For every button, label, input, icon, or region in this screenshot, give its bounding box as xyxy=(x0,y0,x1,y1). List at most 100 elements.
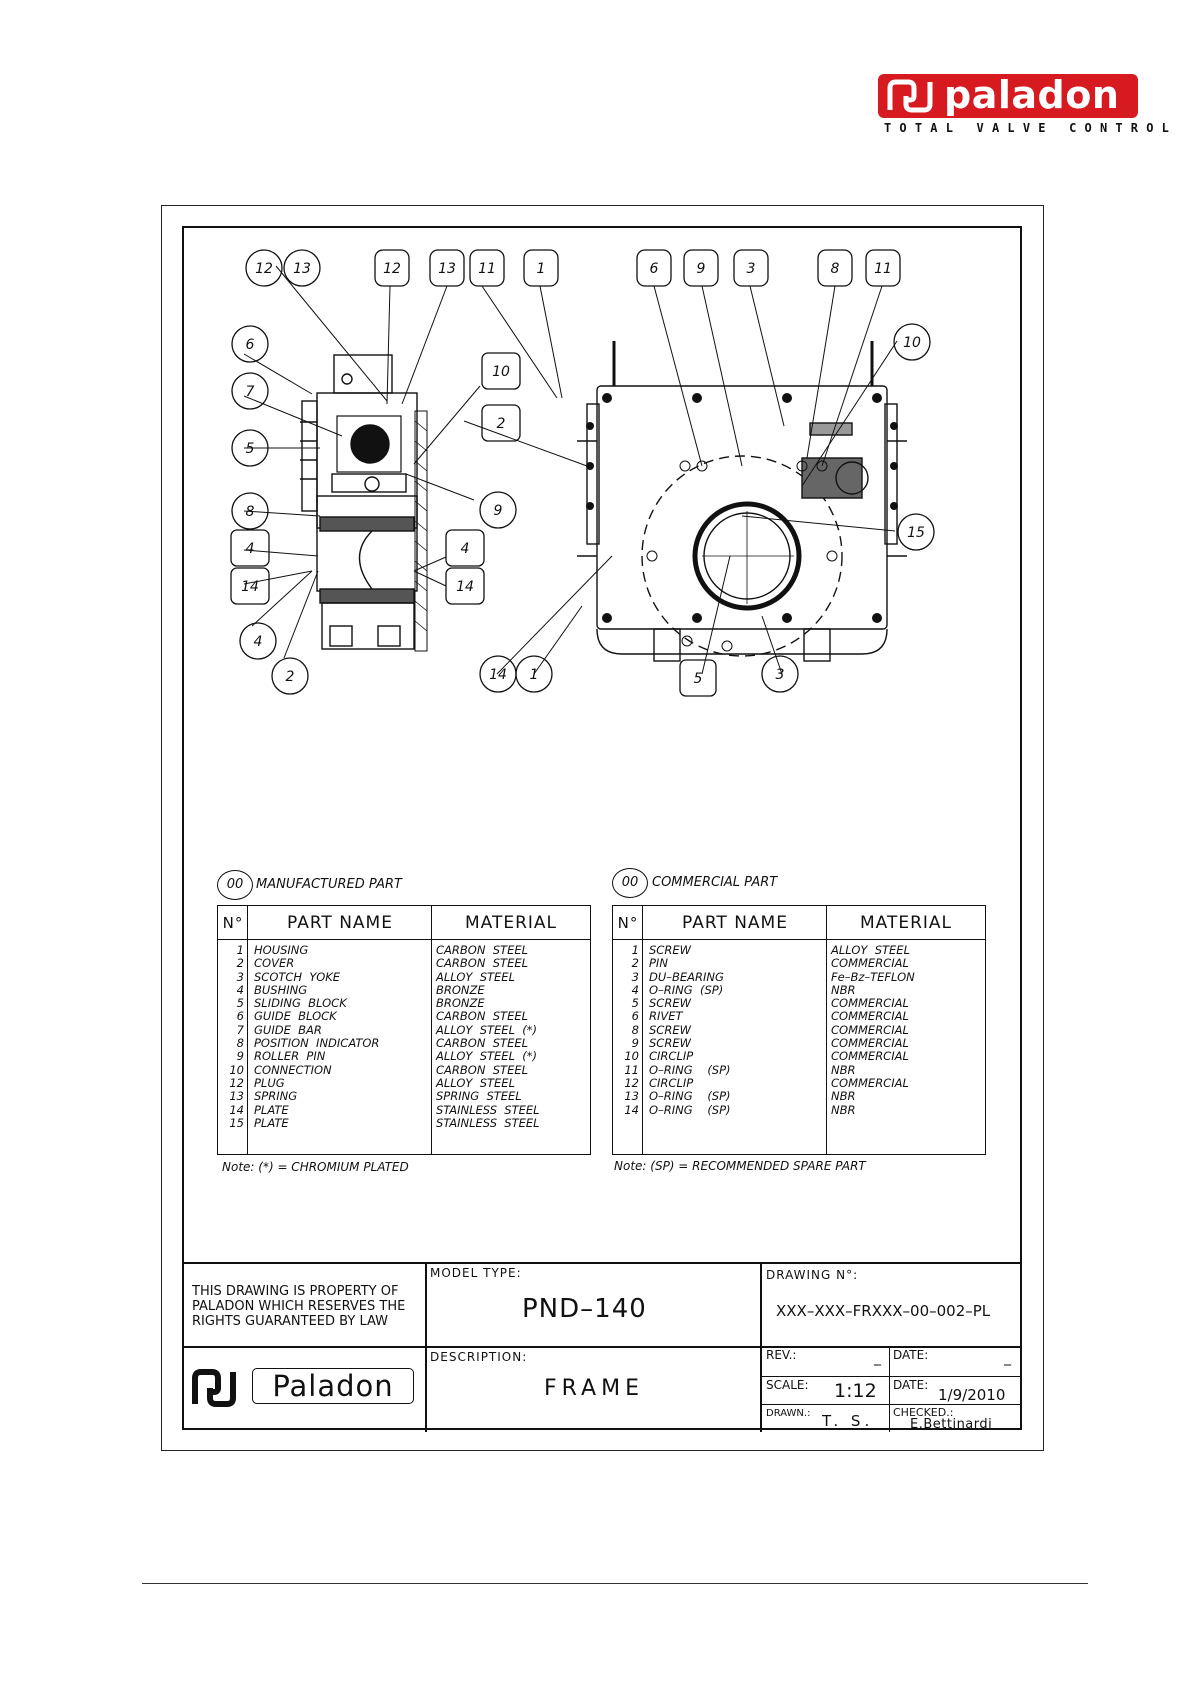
svg-text:4: 4 xyxy=(246,541,255,557)
table-cell-material: BRONZE xyxy=(436,982,485,997)
table-cell-name: O–RING (SP) xyxy=(649,1089,731,1104)
table-cell-no: 3 xyxy=(236,969,244,984)
table-cell-material: CARBON STEEL xyxy=(436,1036,529,1051)
table-cell-name: O–RING (SP) xyxy=(649,1062,731,1077)
svg-text:3: 3 xyxy=(747,261,756,277)
table-cell-no: 11 xyxy=(624,1062,639,1077)
table-cell-no: 12 xyxy=(229,1075,244,1090)
table-cell-material: CARBON STEEL xyxy=(436,943,529,957)
svg-text:10: 10 xyxy=(903,335,921,351)
table-cell-no: 14 xyxy=(229,1102,244,1117)
table-cell-no: 13 xyxy=(229,1089,244,1104)
model-type-value: PND–140 xyxy=(522,1294,647,1324)
table-cell-material: STAINLESS STEEL xyxy=(436,1115,540,1130)
table-cell-name: PLATE xyxy=(254,1115,289,1130)
side-view xyxy=(300,354,428,652)
table-cell-name: BUSHING xyxy=(254,982,308,997)
table-cell-no: 1 xyxy=(631,943,639,957)
table-cell-no: 9 xyxy=(236,1049,244,1064)
table-cell-name: SCREW xyxy=(649,1022,691,1037)
svg-text:9: 9 xyxy=(494,503,503,519)
table-cell-material: ALLOY STEEL (*) xyxy=(436,1022,538,1037)
commercial-note: Note: (SP) = RECOMMENDED SPARE PART xyxy=(614,1159,866,1173)
svg-text:2: 2 xyxy=(497,416,506,432)
table-cell-name: GUIDE BAR xyxy=(254,1022,322,1037)
table-cell-material: COMMERCIAL xyxy=(831,1022,909,1037)
table-cell-name: PLATE xyxy=(254,1102,289,1117)
col-header-material: MATERIAL xyxy=(432,906,590,940)
table-cell-material: COMMERCIAL xyxy=(831,1036,909,1051)
table-cell-material: NBR xyxy=(831,1089,856,1104)
table-cell-material: COMMERCIAL xyxy=(831,1075,909,1090)
table-cell-no: 12 xyxy=(624,1075,639,1090)
table-cell-material: NBR xyxy=(831,1062,856,1077)
logo-wordmark: paladon xyxy=(944,73,1120,117)
table-cell-no: 8 xyxy=(631,1022,639,1037)
title-block: THIS DRAWING IS PROPERTY OF PALADON WHIC… xyxy=(182,1262,1022,1432)
table-cell-name: SCOTCH YOKE xyxy=(254,969,341,984)
table-cell-no: 10 xyxy=(624,1049,639,1064)
col-header-no: N° xyxy=(218,906,248,940)
table-cell-name: SCREW xyxy=(649,943,691,957)
table-cell-no: 5 xyxy=(236,996,244,1011)
drawing-no-label: DRAWING N°: xyxy=(766,1268,859,1282)
table-cell-no: 4 xyxy=(631,982,639,997)
scale-value: 1:12 xyxy=(834,1380,877,1402)
svg-text:1: 1 xyxy=(530,667,539,683)
table-cell-material: CARBON STEEL xyxy=(436,956,529,971)
model-type-label: MODEL TYPE: xyxy=(430,1266,522,1280)
table-cell-name: CIRCLIP xyxy=(649,1049,694,1064)
svg-text:11: 11 xyxy=(478,261,496,277)
table-cell-material: SPRING STEEL xyxy=(436,1089,522,1104)
paladon-mark-icon xyxy=(192,1369,236,1407)
table-cell-material: ALLOY STEEL xyxy=(436,1075,515,1090)
svg-text:1: 1 xyxy=(537,261,546,277)
table-cell-name: CIRCLIP xyxy=(649,1075,694,1090)
commercial-badge: 00 xyxy=(612,868,648,898)
date-label: DATE: xyxy=(893,1348,929,1362)
description-value: FRAME xyxy=(544,1376,644,1401)
svg-text:8: 8 xyxy=(831,261,840,277)
table-cell-material: Fe–Bz–TEFLON xyxy=(831,969,915,984)
table-cell-no: 5 xyxy=(631,996,639,1011)
col-header-name: PART NAME xyxy=(643,906,827,940)
svg-text:14: 14 xyxy=(241,579,259,595)
date-value: 1/9/2010 xyxy=(938,1386,1006,1404)
drawing-no-value: XXX–XXX–FRXXX–00–002–PL xyxy=(776,1302,991,1320)
col-header-material: MATERIAL xyxy=(827,906,985,940)
svg-text:14: 14 xyxy=(489,667,507,683)
drawing-sheet-border xyxy=(161,205,1044,1451)
table-cell-no: 9 xyxy=(631,1036,639,1051)
footer-rule xyxy=(142,1583,1088,1584)
scale-label: SCALE: xyxy=(766,1378,809,1392)
table-cell-no: 6 xyxy=(236,1009,244,1024)
table-cell-material: STAINLESS STEEL xyxy=(436,1102,540,1117)
svg-text:8: 8 xyxy=(246,504,255,520)
svg-text:10: 10 xyxy=(492,364,510,380)
table-cell-no: 15 xyxy=(229,1115,244,1130)
drawing-frame xyxy=(182,226,1022,1430)
svg-text:4: 4 xyxy=(461,541,470,557)
table-cell-no: 2 xyxy=(236,956,244,971)
table-cell-material: CARBON STEEL xyxy=(436,1009,529,1024)
table-cell-no: 6 xyxy=(631,1009,639,1024)
description-label: DESCRIPTION: xyxy=(430,1350,528,1364)
commercial-caption: COMMERCIAL PART xyxy=(652,875,778,890)
manufactured-note: Note: (*) = CHROMIUM PLATED xyxy=(222,1160,409,1174)
checked-label: CHECKED.: xyxy=(893,1406,954,1419)
table-cell-material: NBR xyxy=(831,982,856,997)
svg-text:5: 5 xyxy=(694,671,703,687)
table-cell-no: 8 xyxy=(236,1036,244,1051)
table-cell-material: COMMERCIAL xyxy=(831,1049,909,1064)
property-notice: THIS DRAWING IS PROPERTY OF PALADON WHIC… xyxy=(192,1284,406,1329)
table-cell-no: 10 xyxy=(229,1062,244,1077)
logo-tagline: TOTAL VALVE CONTROL xyxy=(884,121,1178,135)
rev-label: REV.: xyxy=(766,1348,797,1362)
table-cell-name: SCREW xyxy=(649,996,691,1011)
table-cell-name: CONNECTION xyxy=(254,1062,332,1077)
